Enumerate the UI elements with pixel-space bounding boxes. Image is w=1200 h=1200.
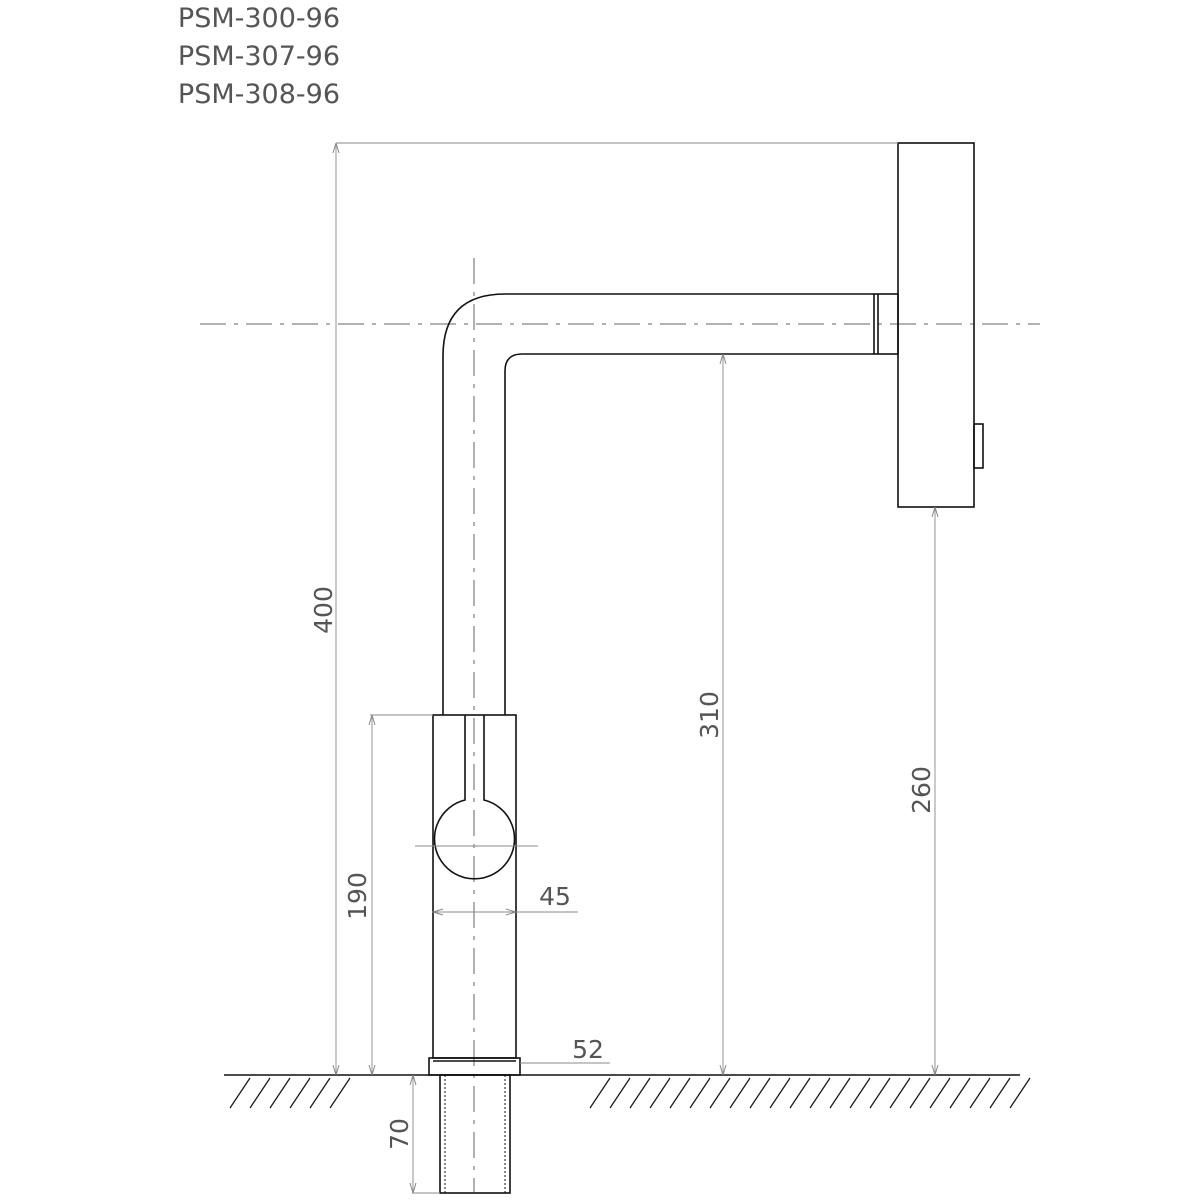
mounting-surface — [224, 1074, 1031, 1109]
dimension-lines — [336, 142, 935, 1194]
lever-slot — [433, 715, 516, 880]
hatch-line — [829, 1077, 851, 1109]
hatch-line — [249, 1077, 271, 1109]
sensor-head — [897, 142, 975, 508]
dim-400-label: 400 — [309, 586, 338, 634]
hatch-line — [229, 1077, 251, 1109]
model-code: PSM-308-96 — [177, 79, 340, 110]
hatch-line — [309, 1077, 331, 1109]
hatch-line — [909, 1077, 931, 1109]
hatch-line — [769, 1077, 791, 1109]
model-code: PSM-300-96 — [177, 3, 340, 34]
hatch-line — [289, 1077, 311, 1109]
hatch-line — [709, 1077, 731, 1109]
dim-45-label: 45 — [539, 882, 571, 911]
hatch-line — [629, 1077, 651, 1109]
hatch-line — [889, 1077, 911, 1109]
faucet-body — [428, 142, 984, 1194]
dim-190-label: 190 — [343, 872, 372, 920]
dim-310-label: 310 — [695, 691, 724, 739]
dim-260-label: 260 — [907, 766, 936, 814]
hatch-line — [789, 1077, 811, 1109]
hatch-line — [609, 1077, 631, 1109]
spout-outer-edge — [442, 293, 874, 715]
hatch-line — [849, 1077, 871, 1109]
model-code: PSM-307-96 — [177, 41, 340, 72]
hatch-line — [329, 1077, 351, 1109]
sensor-button — [973, 423, 984, 469]
spout-inner-edge — [504, 353, 874, 715]
dimension-labels: 400 310 260 190 45 52 70 — [309, 586, 936, 1150]
hatch-line — [929, 1077, 951, 1109]
dim-45-arrow — [505, 908, 518, 916]
hatch-line — [989, 1077, 1011, 1109]
center-lines — [200, 258, 1040, 1192]
dim-70-label: 70 — [385, 1118, 414, 1150]
hatch-line — [949, 1077, 971, 1109]
hatch-line — [1009, 1077, 1031, 1109]
hatch-line — [809, 1077, 831, 1109]
hatch-line — [669, 1077, 691, 1109]
dim-52-label: 52 — [572, 1035, 604, 1064]
model-code-list: PSM-300-96 PSM-307-96 PSM-308-96 — [100, 0, 340, 114]
hatch-line — [729, 1077, 751, 1109]
surface-hatching — [229, 1077, 1031, 1109]
hatch-line — [589, 1077, 611, 1109]
mounting-shank — [439, 1074, 511, 1194]
hatch-line — [749, 1077, 771, 1109]
dim-45-arrow — [431, 908, 444, 916]
hatch-line — [649, 1077, 671, 1109]
hatch-line — [869, 1077, 891, 1109]
hatch-line — [269, 1077, 291, 1109]
hatch-line — [689, 1077, 711, 1109]
hatch-line — [969, 1077, 991, 1109]
